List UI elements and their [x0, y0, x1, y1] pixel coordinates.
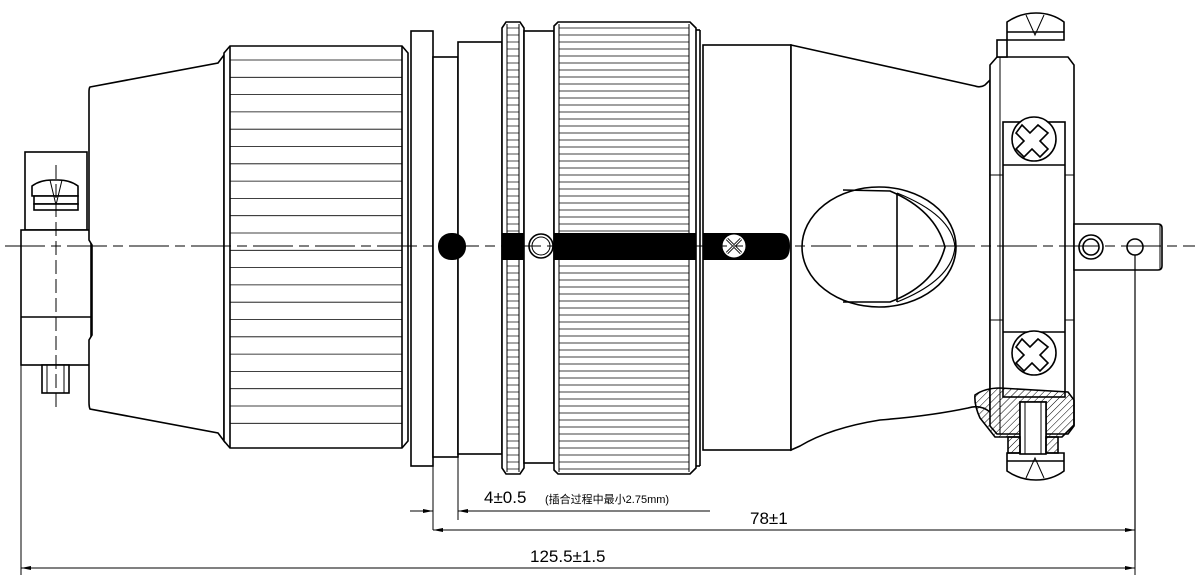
- flange-plate: [410, 30, 434, 467]
- rear-knurled-ring: [223, 45, 409, 449]
- front-shell: [702, 44, 991, 452]
- left-cable-clamp: [20, 151, 92, 410]
- engagement-dim-value: 4±0.5: [484, 488, 526, 507]
- dimension-lines: [20, 365, 1136, 575]
- rear-shell: [88, 52, 225, 444]
- phillips-screw-bottom: [1011, 330, 1057, 376]
- outline-group: [20, 12, 1163, 560]
- engagement-dim-note: (插合过程中最小2.75mm): [545, 492, 669, 506]
- terminal-tab: [1073, 223, 1163, 560]
- step-ring: [432, 41, 503, 530]
- overall-length-dim: 125.5±1.5: [530, 547, 606, 566]
- mating-length-dim: 78±1: [750, 509, 788, 528]
- phillips-screw-top: [1011, 116, 1057, 162]
